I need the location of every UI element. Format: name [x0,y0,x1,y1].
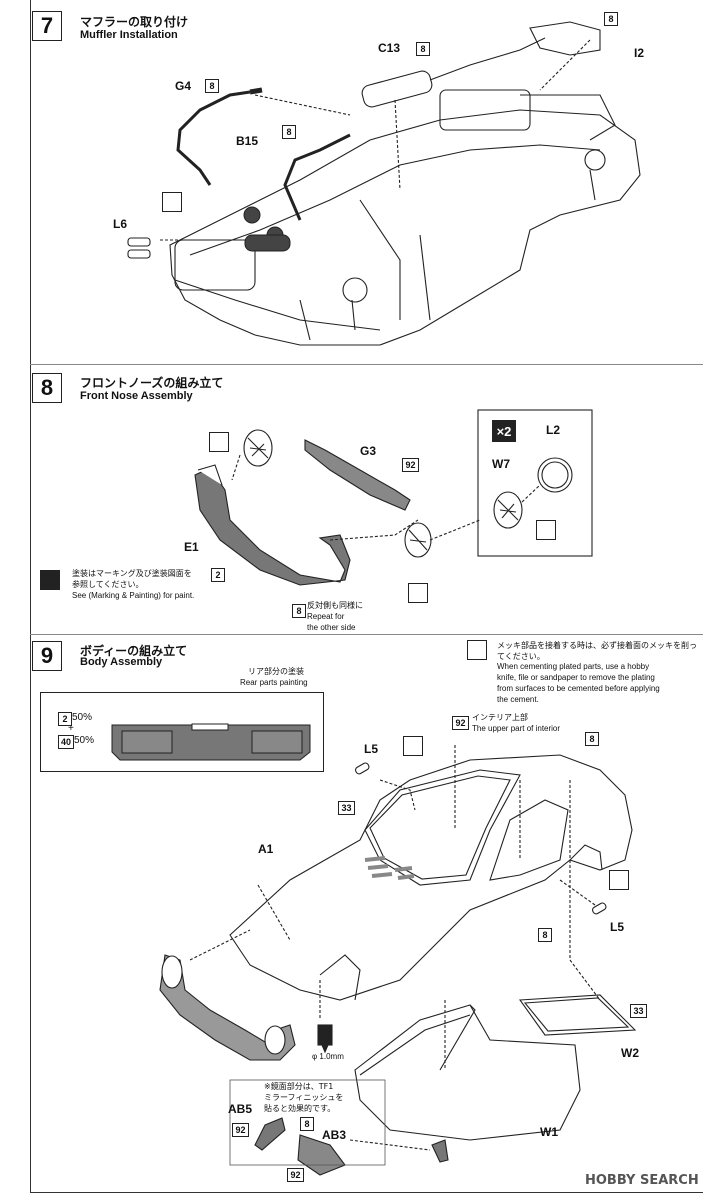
paint-note-en: See (Marking & Painting) for paint. [72,591,195,600]
plating-note-en-4: the cement. [497,695,539,704]
rear-paint-pct-1: 50% [72,712,93,723]
paint-note-jp-2: 参照してください。 [72,580,144,589]
plating-note-en-1: When cementing plated parts, use a hobby [497,662,650,671]
paint-brush-icon [40,570,60,590]
color-33-tag: 33 [630,1004,647,1018]
mirror-note-3: 貼ると効果的です。 [264,1104,336,1113]
rear-paint-title-en: Rear parts painting [240,678,308,687]
color-40-tag: 40 [58,735,74,749]
color-92-tag: 92 [402,458,419,472]
step-8-title-jp: フロントノーズの組み立て [80,376,224,390]
x2-badge: ×2 [492,420,516,442]
drill-size-label: φ 1.0mm [312,1052,344,1061]
part-l5-label: L5 [610,920,625,934]
part-ab3-label: AB3 [322,1128,347,1142]
part-e1-label: E1 [184,540,199,554]
color-8-tag: 8 [538,928,552,942]
part-w2-label: W2 [621,1046,639,1060]
glue-icon [162,192,182,212]
color-92-tag: 92 [287,1168,304,1182]
glue-icon [408,583,428,603]
repeat-note-en-1: Repeat for [307,612,345,621]
rear-paint-pct-2: 50% [74,735,95,746]
part-w1-label: W1 [540,1125,558,1139]
color-8-tag: 8 [292,604,306,618]
step-7-title-en: Muffler Installation [80,29,178,41]
repeat-note-jp: 反対側も同様に [307,601,363,610]
interior-note-jp: インテリア上部 [472,713,528,722]
plating-note-jp: メッキ部品を接着する時は、必ず接着面のメッキを削ってください。 [497,641,697,661]
glue-icon [467,640,487,660]
interior-note-en: The upper part of interior [472,724,561,733]
color-2-tag: 2 [58,712,72,726]
part-g3-label: G3 [360,444,377,458]
step-9-title-jp: ボディーの組み立て [80,644,188,658]
part-a1-label: A1 [258,842,274,856]
glue-icon [209,432,229,452]
color-8-tag: 8 [416,42,430,56]
color-2-tag: 2 [211,568,225,582]
color-92-tag: 92 [232,1123,249,1137]
glue-icon [403,736,423,756]
color-92-tag: 92 [452,716,469,730]
color-8-tag: 8 [585,732,599,746]
part-g4-label: G4 [175,79,192,93]
part-c13-label: C13 [378,41,401,55]
color-8-tag: 8 [300,1117,314,1131]
repeat-note-en-2: the other side [307,623,356,632]
color-8-tag: 8 [604,12,618,26]
part-b15-label: B15 [236,134,259,148]
rear-paint-plus: + [68,723,74,734]
hobby-search-watermark: HOBBY SEARCH [585,1173,699,1188]
rear-paint-title-jp: リア部分の塗装 [248,667,304,676]
divider-8-9 [30,634,703,635]
step-7-number: 7 [32,11,62,41]
part-l5-label: L5 [364,742,379,756]
mirror-note-2: ミラーフィニッシュを [264,1093,344,1102]
step-7-title-jp: マフラーの取り付け [80,15,189,29]
glue-icon [609,870,629,890]
plating-note-en-2: knife, file or sandpaper to remove the p… [497,673,655,682]
part-l6-label: L6 [113,217,128,231]
step-7-chassis-drawing [127,21,641,346]
rear-paint-box [40,692,324,772]
plating-note-en-3: from surfaces to be cemented before appl… [497,684,660,693]
page-frame [30,0,703,1193]
mirror-note-1: ※鏡面部分は、TF1 [264,1082,334,1091]
step-9-title-en: Body Assembly [80,656,163,668]
step-8-front-nose-drawing [194,409,593,586]
part-i2-label: I2 [634,46,645,60]
part-l2-label: L2 [546,423,561,437]
step-8-number: 8 [32,373,62,403]
paint-note-jp-1: 塗装はマーキング及び塗装図面を [72,569,192,578]
glue-icon [536,520,556,540]
color-8-tag: 8 [282,125,296,139]
part-ab5-label: AB5 [228,1102,253,1116]
color-8-tag: 8 [205,79,219,93]
part-w7-label: W7 [492,457,510,471]
divider-7-8 [30,364,703,365]
step-8-title-en: Front Nose Assembly [80,390,193,402]
step-9-number: 9 [32,641,62,671]
color-33-tag: 33 [338,801,355,815]
